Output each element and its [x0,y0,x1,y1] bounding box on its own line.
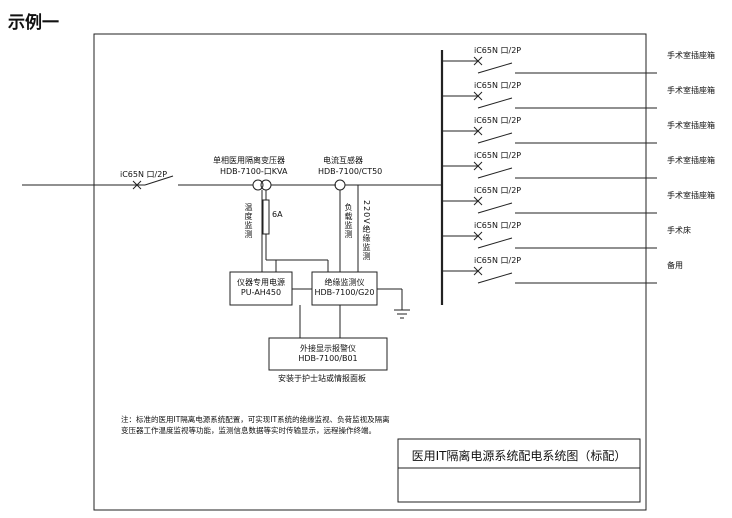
branch-breaker-label: iC65N 口/2P [474,46,522,55]
branch-1 [442,56,657,74]
branch-breaker-label: iC65N 口/2P [474,151,522,160]
insulation-monitor-label: 220V绝缘监测 [362,200,371,261]
drawing-title: 医用IT隔离电源系统配电系统图（标配） [411,449,627,463]
main-breaker-label: iC65N 口/2P [120,170,168,179]
branch-6 [442,231,657,249]
branch-load-label: 手术床 [667,226,691,235]
transformer-title: 单相医用隔离变压器 [213,156,285,165]
branch-4 [442,161,657,179]
branch-7 [442,266,657,284]
alarm-display: 外接显示报警仪 HDB-7100/B01 [269,344,387,364]
branch-load-label: 备用 [667,261,683,270]
alarm-model: HDB-7100/B01 [298,354,358,363]
alarm-title: 外接显示报警仪 [300,344,356,353]
drawing-frame [93,33,647,511]
install-note: 安装于护士站或情报面板 [278,374,366,383]
branch-breaker-label: iC65N 口/2P [474,116,522,125]
ct-model: HDB-7100/CT50 [318,167,383,176]
page-heading: 示例一 [8,13,59,33]
footnote: 注：标准的医用IT隔离电源系统配置，可实现IT系统的绝缘监视、负荷监视及隔离变压… [121,415,390,435]
fuse-label: 6A [272,210,283,219]
branch-load-label: 手术室插座箱 [667,156,715,165]
monitor-model: HDB-7100/G20 [314,288,375,297]
branch-load-label: 手术室插座箱 [667,121,715,130]
branch-load-label: 手术室插座箱 [667,51,715,60]
ground-symbol [394,309,410,319]
fuse-symbol [262,199,270,235]
power-supply-model: PU-AH450 [240,288,282,297]
branch-3 [442,126,657,144]
branch-breaker-label: iC65N 口/2P [474,221,522,230]
transformer-primary [252,179,264,191]
branch-feeders [442,56,657,284]
power-supply: 仪器专用电源 PU-AH450 [230,278,292,298]
branch-breaker-label: iC65N 口/2P [474,81,522,90]
branch-5 [442,196,657,214]
branch-breaker-label: iC65N 口/2P [474,186,522,195]
alarm-box [268,337,388,371]
branch-2 [442,91,657,109]
power-supply-title: 仪器专用电源 [237,278,285,287]
temp-monitor-label: 温度监测 [244,203,253,239]
load-monitor-label: 负载监测 [344,203,353,239]
ct-title: 电流互感器 [323,156,363,165]
branch-load-label: 手术室插座箱 [667,86,715,95]
title-block [397,438,641,503]
transformer-model: HDB-7100-口KVA [220,167,288,176]
insulation-monitor: 绝缘监测仪 HDB-7100/G20 [312,278,377,298]
monitor-title: 绝缘监测仪 [324,278,365,287]
branch-breaker-label: iC65N 口/2P [474,256,522,265]
main-breaker-symbol [132,175,174,190]
current-transformer [334,179,346,191]
branch-load-label: 手术室插座箱 [667,191,715,200]
